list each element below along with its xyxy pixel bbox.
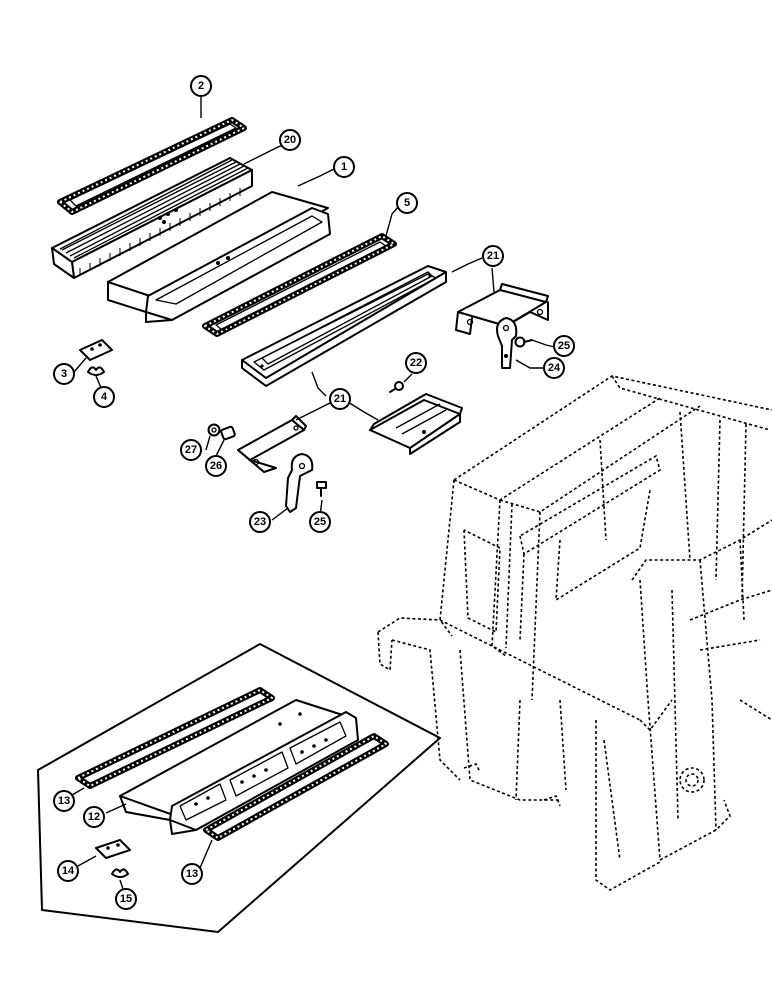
bracket-part-21-left (237, 415, 307, 473)
callout-20: 20 (279, 129, 301, 151)
filter-element-part-20 (51, 157, 253, 279)
gasket-part-5 (202, 233, 397, 337)
callout-21-upper: 21 (482, 245, 504, 267)
screw-part-25-lower (316, 481, 327, 497)
frame-part-21 (241, 265, 447, 387)
gasket-part-13-lower (203, 733, 389, 841)
callout-13-lower: 13 (181, 863, 203, 885)
callout-4-label: 4 (101, 391, 108, 403)
nut-part-27 (207, 423, 221, 437)
gasket-part-13-upper (75, 687, 275, 789)
callout-24-label: 24 (548, 362, 561, 374)
callout-25-lower-label: 25 (314, 516, 326, 528)
callout-15-label: 15 (120, 893, 132, 905)
callout-21-upper-label: 21 (487, 250, 499, 262)
callout-22: 22 (405, 352, 427, 374)
cab-frame-outline (377, 375, 772, 891)
callout-3-label: 3 (61, 368, 67, 380)
callout-15: 15 (115, 888, 137, 910)
wingnut-part-4 (87, 366, 105, 376)
callout-12: 12 (83, 806, 105, 828)
spacer-part-26 (220, 425, 236, 441)
callout-25-upper: 25 (553, 335, 575, 357)
callout-13-lower-label: 13 (186, 868, 198, 880)
callout-25-lower: 25 (309, 511, 331, 533)
callout-26: 26 (205, 455, 227, 477)
callout-5-label: 5 (404, 197, 410, 209)
callout-1-label: 1 (341, 161, 347, 173)
filter-housing-part-1 (107, 191, 331, 323)
callout-2: 2 (190, 75, 212, 97)
wingnut-part-15 (111, 868, 129, 878)
callout-23-label: 23 (254, 516, 266, 528)
callout-2-label: 2 (198, 80, 204, 92)
bracket-part-21-right (455, 283, 549, 335)
callout-27-label: 27 (185, 444, 197, 456)
callout-20-label: 20 (284, 134, 296, 146)
hinge-part-23 (285, 453, 314, 513)
callout-22-label: 22 (410, 357, 422, 369)
callout-12-label: 12 (88, 811, 100, 823)
screw-part-22 (389, 381, 404, 393)
callout-1: 1 (333, 156, 355, 178)
housing-part-12 (119, 699, 359, 835)
callout-27: 27 (180, 439, 202, 461)
callout-25-upper-label: 25 (558, 340, 570, 352)
callout-21-lower-label: 21 (334, 393, 346, 405)
callout-5: 5 (396, 192, 418, 214)
callout-3: 3 (53, 363, 75, 385)
callout-26-label: 26 (210, 460, 222, 472)
tray-part-21 (369, 393, 463, 455)
screw-part-25-upper (514, 336, 533, 348)
hinge-part-24 (496, 317, 518, 369)
clip-part-14 (95, 839, 131, 859)
callout-14-label: 14 (62, 865, 75, 877)
callout-14: 14 (57, 860, 79, 882)
callout-4: 4 (93, 386, 115, 408)
clip-part-3 (79, 339, 113, 361)
gasket-part-2 (57, 117, 247, 215)
callout-13-upper-label: 13 (58, 795, 70, 807)
leader-lines (71, 96, 556, 893)
callout-13-upper: 13 (53, 790, 75, 812)
callout-24: 24 (543, 357, 565, 379)
inset-panel (37, 643, 441, 933)
callout-21-lower: 21 (329, 388, 351, 410)
callout-23: 23 (249, 511, 271, 533)
